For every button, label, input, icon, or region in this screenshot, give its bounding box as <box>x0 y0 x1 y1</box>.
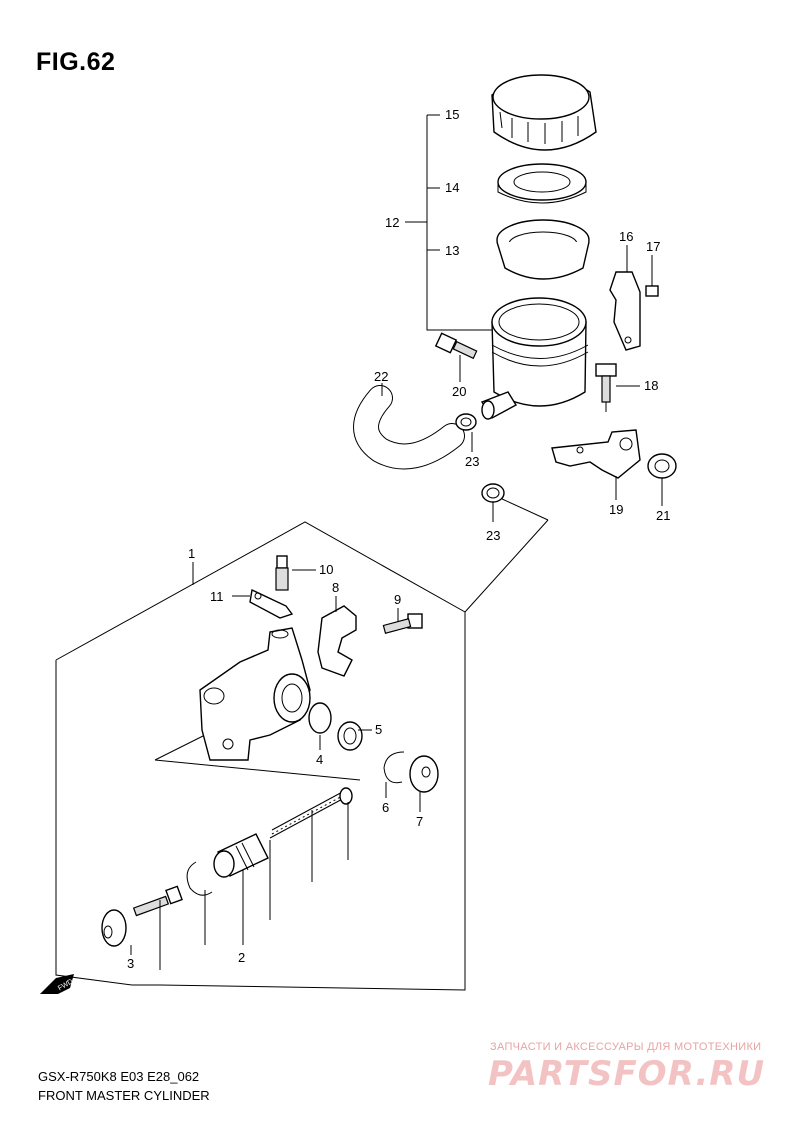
callout-17: 17 <box>646 239 660 254</box>
assembly-frame <box>55 114 549 991</box>
model-code: GSX-R750K8 E03 E28_062 <box>38 1069 200 1084</box>
callout-18: 18 <box>644 378 658 393</box>
callout-16: 16 <box>619 229 633 244</box>
callout-19: 19 <box>609 502 623 517</box>
figure-title: FIG.62 <box>36 48 116 76</box>
watermark-logo: PARTSFOR.RU <box>488 1054 766 1094</box>
callout-12: 12 <box>385 215 399 230</box>
cushion-part <box>647 453 677 479</box>
bolt-18-part <box>595 363 617 412</box>
hose-part <box>353 385 465 470</box>
callout-7: 7 <box>416 814 423 829</box>
callout-2: 2 <box>238 950 245 965</box>
hose-clamp-upper-part <box>455 413 477 431</box>
spring-part <box>269 787 353 839</box>
screw-17-part <box>645 268 659 297</box>
piston-part <box>213 833 269 878</box>
push-rod-part <box>101 885 183 947</box>
snap-ring-part <box>186 861 213 896</box>
callout-11: 11 <box>210 589 224 604</box>
callout-14: 14 <box>445 180 459 195</box>
callout-23-lower: 23 <box>486 528 500 543</box>
callout-3: 3 <box>127 956 134 971</box>
master-cylinder-body-part <box>199 627 311 761</box>
callout-6: 6 <box>382 800 389 815</box>
callout-21: 21 <box>656 508 670 523</box>
holder-part <box>317 605 357 677</box>
callout-15: 15 <box>445 107 459 122</box>
leader-lines <box>130 245 663 970</box>
callout-labels: 1 2 3 4 5 6 7 8 9 10 11 12 13 14 15 16 1… <box>127 107 670 971</box>
reservoir-cap-part <box>491 74 597 151</box>
watermark-tagline: ЗАПЧАСТИ И АКСЕССУАРЫ ДЛЯ МОТОТЕХНИКИ <box>490 1041 762 1053</box>
callout-9: 9 <box>394 592 401 607</box>
connector-part <box>337 721 363 751</box>
callout-5: 5 <box>375 722 382 737</box>
callout-1: 1 <box>188 546 195 561</box>
callout-22: 22 <box>374 369 388 384</box>
circlip-6-part <box>383 751 405 784</box>
callout-20: 20 <box>452 384 466 399</box>
callout-8: 8 <box>332 580 339 595</box>
cap-11-part <box>249 588 294 619</box>
reservoir-body-part <box>480 297 589 420</box>
callout-23-upper: 23 <box>465 454 479 469</box>
hose-clamp-lower-part <box>481 483 505 503</box>
callout-4: 4 <box>316 752 323 767</box>
bolt-20-part <box>434 332 478 360</box>
plate-part <box>497 163 587 204</box>
diaphragm-part <box>496 219 590 280</box>
bolt-9-part <box>382 613 423 634</box>
clamp-part <box>609 271 641 351</box>
boot-part <box>409 755 439 793</box>
bracket-part <box>551 429 641 479</box>
bleeder-valve-part <box>275 555 289 591</box>
fwd-arrow-icon: FWD <box>40 974 74 994</box>
diagram-caption: FRONT MASTER CYLINDER <box>38 1088 210 1103</box>
callout-13: 13 <box>445 243 459 258</box>
callout-10: 10 <box>319 562 333 577</box>
o-ring-part <box>308 702 332 734</box>
